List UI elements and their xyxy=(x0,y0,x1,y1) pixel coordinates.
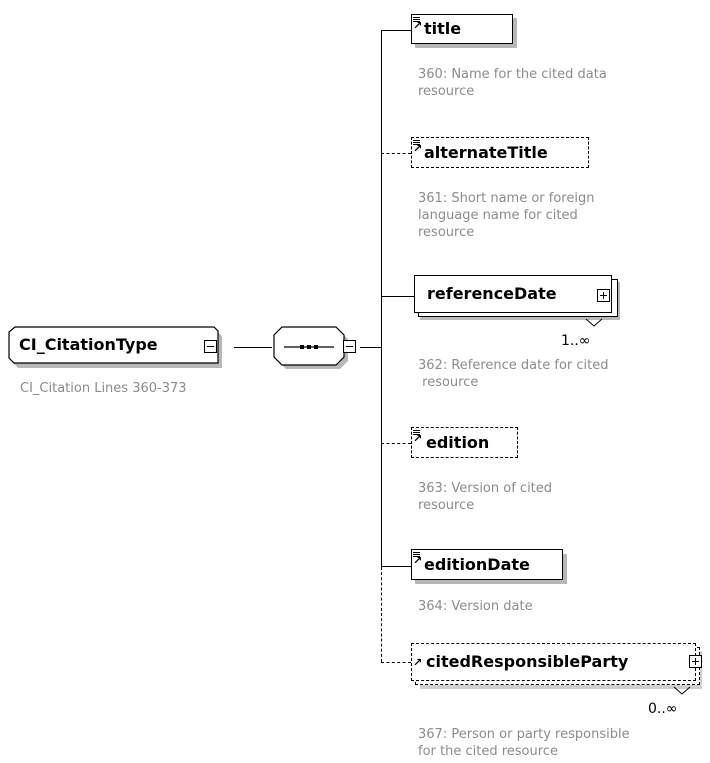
title-doc-line-2: resource xyxy=(418,84,475,99)
trunk-line xyxy=(381,30,382,567)
cited-responsible-party-doc-line-2: for the cited resource xyxy=(418,744,558,759)
root-collapse-button[interactable] xyxy=(204,340,217,353)
cited-responsible-party-multiplicity: 0..∞ xyxy=(648,701,678,717)
root-element-name: CI_CitationType xyxy=(19,335,158,354)
root-to-sequence-connector xyxy=(234,347,272,348)
cited-responsible-party-occurrence-marker xyxy=(673,686,691,695)
branch-title xyxy=(381,30,411,31)
edition-date-content-icon: ↗ xyxy=(413,552,423,567)
alternate-title-doc-line-2: language name for cited xyxy=(418,208,578,223)
reference-date-multiplicity: 1..∞ xyxy=(561,333,591,349)
element-edition[interactable]: ↗ edition xyxy=(411,427,518,458)
alternate-title-content-icon: ↗ xyxy=(413,140,423,155)
root-element-shape xyxy=(8,326,222,368)
title-doc-line-1: 360: Name for the cited data xyxy=(418,67,607,82)
title-name: title xyxy=(424,19,462,38)
cited-responsible-party-doc-line-1: 367: Person or party responsible xyxy=(418,727,630,742)
title-content-icon: ↗ xyxy=(413,17,423,32)
alternate-title-doc-line-3: resource xyxy=(418,225,475,240)
edition-doc-line-1: 363: Version of cited xyxy=(418,481,553,496)
sequence-compositor[interactable] xyxy=(270,325,350,371)
branch-edition-date xyxy=(381,566,411,567)
alternate-title-name: alternateTitle xyxy=(424,143,548,162)
sequence-compositor-shape xyxy=(273,326,348,369)
edition-doc-line-2: resource xyxy=(418,498,475,513)
sequence-collapse-button[interactable] xyxy=(343,340,356,353)
reference-date-expand-button[interactable] xyxy=(597,289,610,302)
root-element[interactable]: CI_CitationType xyxy=(8,326,228,372)
branch-reference-date xyxy=(381,296,414,297)
branch-edition xyxy=(381,443,411,444)
element-cited-responsible-party[interactable]: ↗ citedResponsibleParty xyxy=(411,643,696,681)
sequence-to-trunk-connector xyxy=(360,347,381,348)
cited-responsible-party-name: citedResponsibleParty xyxy=(426,652,629,671)
cited-responsible-party-content-icon: ↗ xyxy=(413,656,423,669)
reference-date-doc-line-1: 362: Reference date for cited xyxy=(418,358,609,373)
alternate-title-doc-line-1: 361: Short name or foreign xyxy=(418,191,595,206)
root-element-doc: CI_Citation Lines 360-373 xyxy=(20,381,187,396)
element-edition-date[interactable]: ↗ editionDate xyxy=(411,549,563,580)
element-alternate-title[interactable]: ↗ alternateTitle xyxy=(411,137,589,168)
reference-date-name: referenceDate xyxy=(427,284,557,303)
reference-date-doc-line-2: resource xyxy=(418,375,479,390)
edition-content-icon: ↗ xyxy=(413,430,423,445)
edition-date-doc-line-1: 364: Version date xyxy=(418,599,533,614)
branch-alternate-title xyxy=(381,153,411,154)
edition-date-name: editionDate xyxy=(424,555,530,574)
element-reference-date[interactable]: referenceDate xyxy=(414,275,612,313)
edition-name: edition xyxy=(426,433,490,452)
branch-cited-responsible-party xyxy=(381,662,411,663)
trunk-line-optional xyxy=(381,567,382,662)
reference-date-occurrence-marker xyxy=(585,318,603,327)
cited-responsible-party-expand-button[interactable] xyxy=(689,655,702,668)
element-title[interactable]: ↗ title xyxy=(411,14,513,44)
